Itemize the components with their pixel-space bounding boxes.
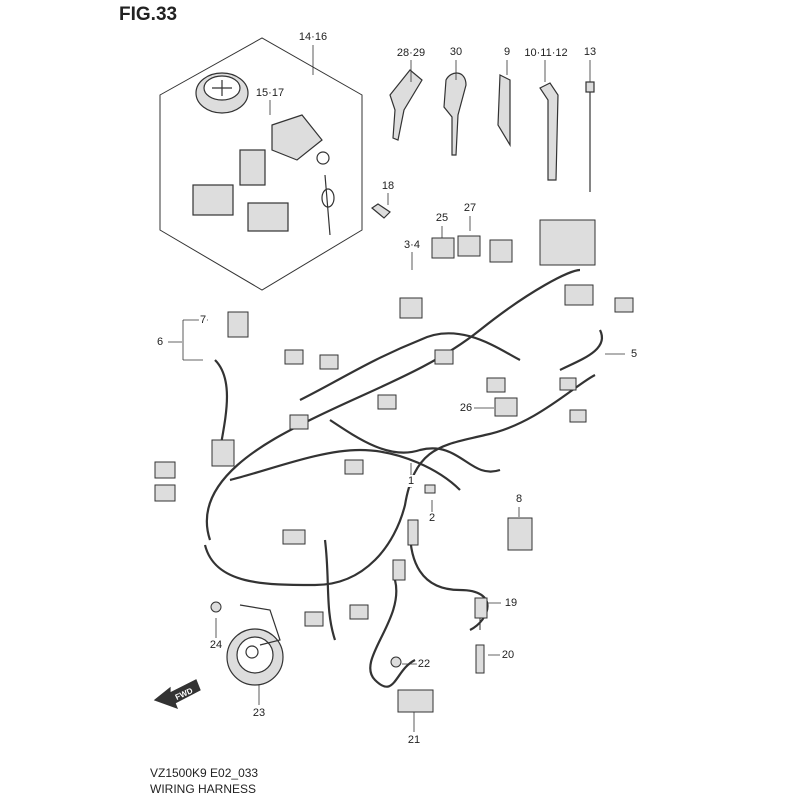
callout-5: 5 xyxy=(629,348,639,360)
callout-14-16: 14·16 xyxy=(297,31,329,43)
callout-18: 18 xyxy=(380,180,396,192)
connectors xyxy=(154,219,634,713)
callout-27: 27 xyxy=(462,202,478,214)
ignition-parts xyxy=(192,72,335,236)
callout-6: 6 xyxy=(155,336,165,348)
callout-20: 20 xyxy=(500,649,516,661)
callout-7: 7 xyxy=(198,314,208,326)
callout-30: 30 xyxy=(448,46,464,58)
callout-21: 21 xyxy=(406,734,422,746)
callout-10-11-12: 10·11·12 xyxy=(523,47,569,59)
callout-23: 23 xyxy=(251,707,267,719)
key-and-tie-parts xyxy=(370,69,595,219)
ignition-set-outline xyxy=(159,37,363,291)
callout-26: 26 xyxy=(458,402,474,414)
callout-3-4: 3·4 xyxy=(403,239,421,251)
callout-15-17: 15·17 xyxy=(254,87,286,99)
callout-19: 19 xyxy=(503,597,519,609)
callout-28-29: 28·29 xyxy=(395,47,427,59)
callout-2: 2 xyxy=(427,512,437,524)
callout-25: 25 xyxy=(434,212,450,224)
callout-24: 24 xyxy=(208,639,224,651)
fwd-arrow-icon xyxy=(153,679,201,710)
leader-lines xyxy=(168,45,625,732)
horn xyxy=(226,604,284,686)
footer-code: VZ1500K9 E02_033 xyxy=(150,766,259,780)
callout-8: 8 xyxy=(514,493,524,505)
callout-13: 13 xyxy=(582,46,598,58)
callout-1: 1 xyxy=(406,475,416,487)
callout-22: 22 xyxy=(416,658,432,670)
main-wiring-harness xyxy=(203,268,604,688)
callout-9: 9 xyxy=(502,46,512,58)
figure-title: FIG.33 xyxy=(119,4,178,25)
footer-name: WIRING HARNESS xyxy=(150,782,257,796)
